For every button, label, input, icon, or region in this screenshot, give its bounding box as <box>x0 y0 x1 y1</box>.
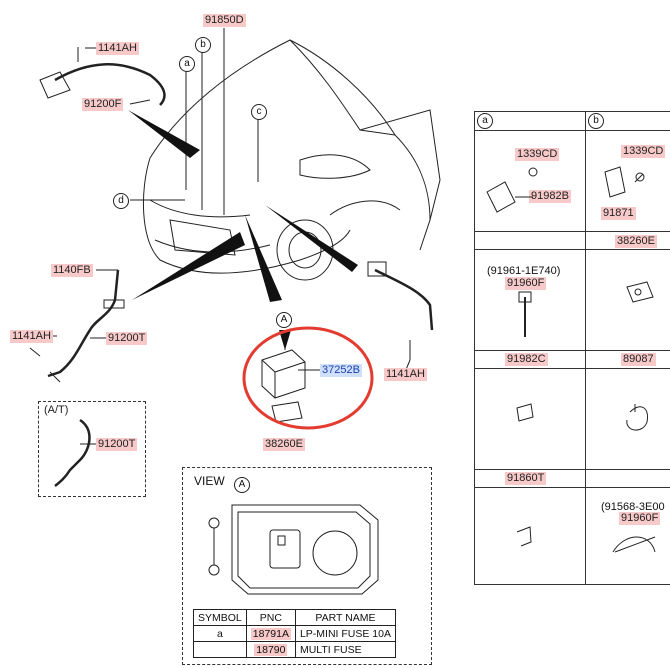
relay-37252b <box>261 349 306 399</box>
view-label: VIEW <box>194 474 225 488</box>
pnc-value[interactable]: 18791A <box>250 627 291 640</box>
highlight-circle <box>242 326 374 430</box>
symbol-table: SYMBOL PNC PART NAME a 18791A LP-MINI FU… <box>193 609 397 658</box>
view-a-box <box>182 467 432 665</box>
fuse-box-outline <box>231 504 379 595</box>
table-header-cell: PART NAME <box>294 609 397 626</box>
car-windshield <box>289 39 396 136</box>
table-header: SYMBOL PNC PART NAME <box>193 609 397 626</box>
car-side <box>359 109 441 221</box>
pointer-wedge-1 <box>128 110 200 158</box>
pointer-wedge-4 <box>265 205 358 272</box>
callout-b[interactable]: b <box>195 37 211 53</box>
label-1141ah-right[interactable]: 1141AH <box>384 368 427 381</box>
grid-label-91982c[interactable]: 91982C <box>505 353 548 366</box>
pnc-value[interactable]: 18790 <box>254 643 288 656</box>
label-91200f[interactable]: 91200F <box>82 98 124 111</box>
table-header-cell: SYMBOL <box>193 609 247 626</box>
car-headlight <box>299 154 371 179</box>
grid-label-38260e[interactable]: 38260E <box>615 235 657 248</box>
label-37252b[interactable]: 37252B <box>320 364 362 377</box>
callout-c[interactable]: c <box>251 104 267 120</box>
fender-line <box>329 200 401 216</box>
cable-91200t-at <box>54 418 91 487</box>
grid-label-91860t[interactable]: 91860T <box>505 472 547 485</box>
grid-note-91961: (91961-1E740) <box>487 265 561 277</box>
cable-right <box>374 268 434 331</box>
label-91850d[interactable]: 91850D <box>203 14 246 27</box>
label-91200t-at[interactable]: 91200T <box>96 438 138 451</box>
parts-grid: a b 1339CD 91982B 1339CD 91871 38260E (9… <box>474 111 670 585</box>
car-hood-outline <box>149 39 431 251</box>
table-row: 18790 MULTI FUSE <box>193 641 397 658</box>
pointer-arrow-a <box>279 330 291 350</box>
grid-part-sketches <box>486 166 656 553</box>
label-91200t[interactable]: 91200T <box>106 332 148 345</box>
table-cell-name: LP-MINI FUSE 10A <box>294 625 397 642</box>
multi-fuse <box>312 530 358 576</box>
view-a-title: VIEW A <box>194 474 251 493</box>
table-cell-pnc: 18791A <box>245 625 296 642</box>
cable-91200t <box>47 269 120 378</box>
grid-callout-a: a <box>477 113 493 129</box>
grid-label-1339cd-a[interactable]: 1339CD <box>515 148 560 161</box>
table-cell-symbol <box>193 641 247 658</box>
callout-A-view: A <box>234 477 251 493</box>
grid-label-89087[interactable]: 89087 <box>621 353 656 366</box>
cable-91200f <box>54 63 166 106</box>
grid-label-91871[interactable]: 91871 <box>601 207 636 220</box>
grid-note-91568: (91568-3E00 <box>601 501 665 513</box>
label-38260e-main[interactable]: 38260E <box>263 438 305 451</box>
table-row: a 18791A LP-MINI FUSE 10A <box>193 625 397 642</box>
pointer-wedge-2 <box>132 232 245 300</box>
table-cell-name: MULTI FUSE <box>294 641 397 658</box>
bracket-38260e <box>271 401 303 423</box>
table-header-cell: PNC <box>245 609 296 626</box>
car-wheel-inner <box>288 231 322 269</box>
callout-d[interactable]: d <box>113 193 129 209</box>
car-grille <box>169 219 236 256</box>
callout-A-main[interactable]: A <box>276 312 292 328</box>
mini-fuse <box>269 529 301 569</box>
table-cell-pnc: 18790 <box>245 641 296 658</box>
grid-label-91982b[interactable]: 91982B <box>529 190 571 203</box>
grid-label-91960f[interactable]: 91960F <box>505 277 547 290</box>
label-at: (A/T) <box>44 404 69 416</box>
table-cell-symbol: a <box>193 625 247 642</box>
at-variant-box <box>38 401 146 497</box>
label-1141ah-left[interactable]: 1141AH <box>10 330 53 343</box>
grid-callout-b: b <box>588 113 604 129</box>
pointer-wedge-3 <box>245 215 282 302</box>
grid-label-91960f-b[interactable]: 91960F <box>619 512 661 525</box>
label-1140fb[interactable]: 1140FB <box>51 264 93 277</box>
car-bumper <box>149 199 271 253</box>
callout-a[interactable]: a <box>179 56 195 72</box>
grid-label-1339cd-b[interactable]: 1339CD <box>621 145 666 158</box>
label-1141ah-top[interactable]: 1141AH <box>96 42 139 55</box>
